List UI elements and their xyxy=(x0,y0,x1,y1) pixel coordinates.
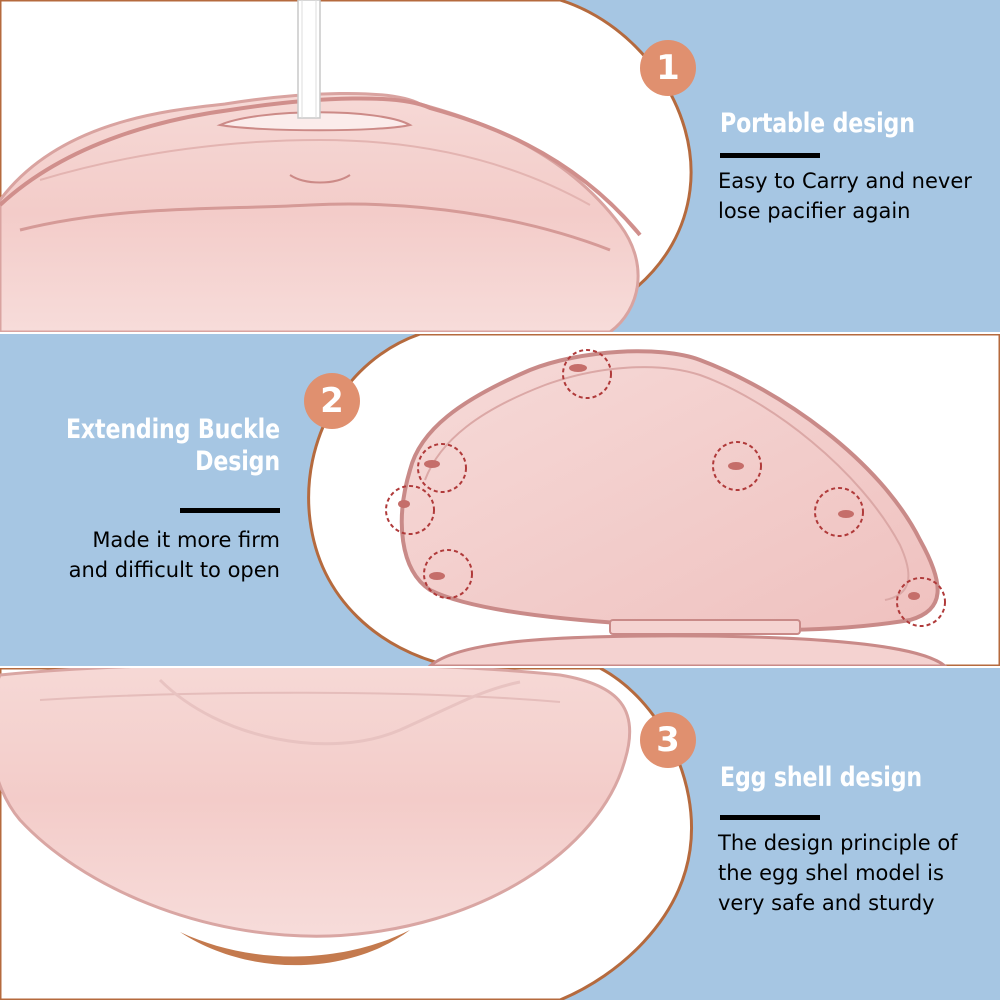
feature-2-number-badge: 2 xyxy=(304,373,360,429)
feature-2-number: 2 xyxy=(320,381,344,421)
feature-3-underline xyxy=(720,815,820,820)
feature-1-title: Portable design xyxy=(720,108,915,140)
section-2-background xyxy=(0,334,1000,666)
feature-3-description-line-2: the egg shel model is xyxy=(718,861,944,885)
feature-3-number: 3 xyxy=(656,720,680,760)
feature-2-title-line-2: Design xyxy=(195,446,280,478)
feature-1-description: Easy to Carry and never lose pacifier ag… xyxy=(718,166,972,226)
feature-3-description-line-3: very safe and sturdy xyxy=(718,891,935,915)
feature-3-title: Egg shell design xyxy=(720,762,922,794)
feature-2-underline xyxy=(180,508,280,513)
section-1-background xyxy=(0,0,1000,332)
feature-2-title: Extending Buckle Design xyxy=(66,414,280,479)
feature-1-description-line-1: Easy to Carry and never xyxy=(718,169,972,193)
feature-1-title-line-1: Portable design xyxy=(720,108,915,139)
feature-1-underline xyxy=(720,153,820,158)
feature-1-number-badge: 1 xyxy=(640,40,696,96)
feature-1-number: 1 xyxy=(656,48,680,88)
feature-2-description-line-2: and difficult to open xyxy=(68,558,280,582)
feature-3-description: The design principle of the egg shel mod… xyxy=(718,828,958,918)
feature-2-description-line-1: Made it more firm xyxy=(92,528,280,552)
feature-3-description-line-1: The design principle of xyxy=(718,831,958,855)
feature-2-description: Made it more firm and difficult to open xyxy=(69,525,280,585)
section-3-background xyxy=(0,668,1000,1000)
feature-1-description-line-2: lose pacifier again xyxy=(718,199,911,223)
feature-2-title-line-1: Extending Buckle xyxy=(66,414,280,445)
feature-3-title-line-1: Egg shell design xyxy=(720,762,922,793)
feature-3-number-badge: 3 xyxy=(640,712,696,768)
